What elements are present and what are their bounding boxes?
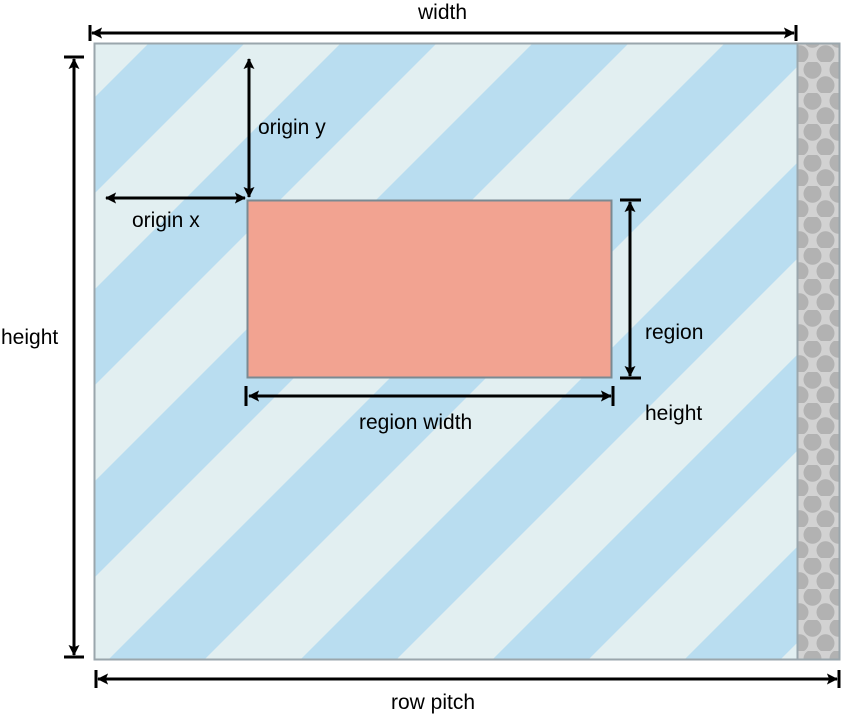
region-rectangle <box>246 199 613 379</box>
label-region-height: region height <box>645 265 703 481</box>
label-origin-x: origin x <box>132 209 200 232</box>
label-row-pitch: row pitch <box>391 691 476 714</box>
padding-area <box>796 43 840 660</box>
region-width-dimension <box>244 386 615 406</box>
row-outline <box>93 42 841 661</box>
label-width: width <box>418 1 468 24</box>
row-pitch-dimension <box>94 670 841 688</box>
width-dimension <box>88 25 798 41</box>
padding-dot-fill <box>797 43 840 660</box>
region-height-dimension <box>620 198 641 380</box>
label-region-height-line2: height <box>645 402 703 425</box>
label-region-height-line1: region <box>645 321 704 344</box>
label-height: height <box>1 326 59 349</box>
label-origin-y: origin y <box>258 116 326 139</box>
label-region-width: region width <box>359 411 473 434</box>
height-dimension <box>64 55 84 659</box>
